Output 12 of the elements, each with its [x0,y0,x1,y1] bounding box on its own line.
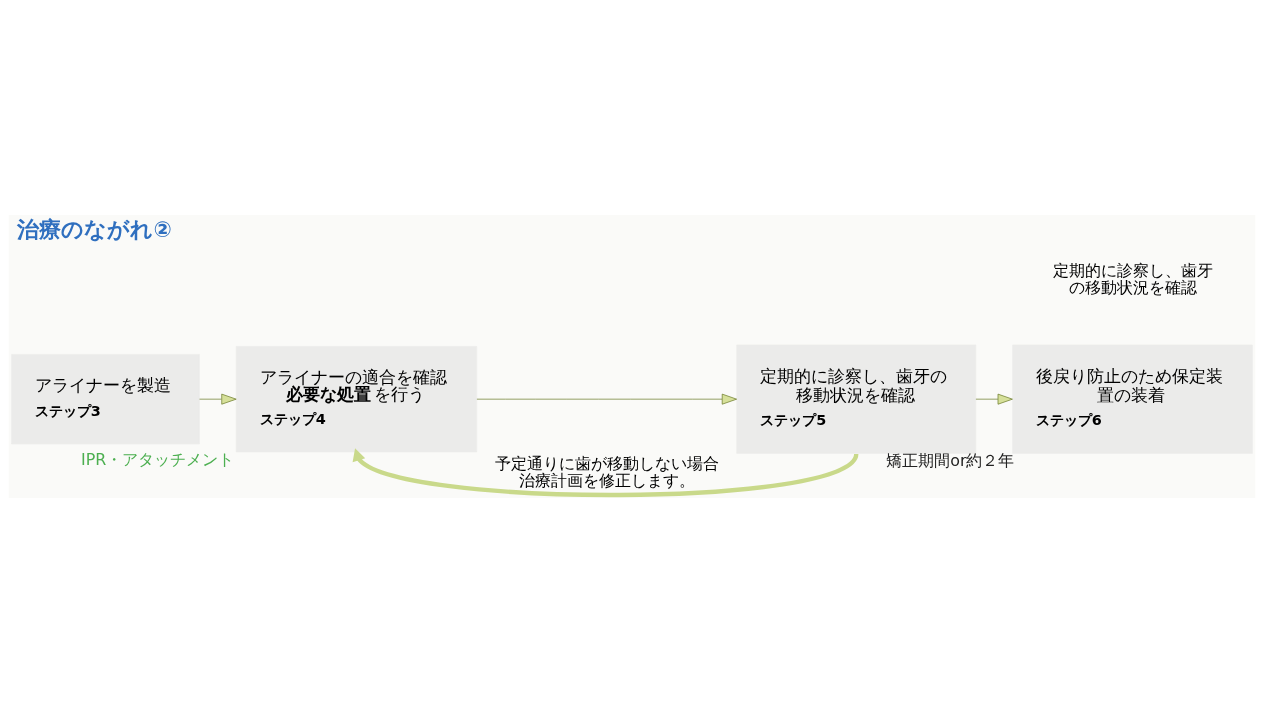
node-label: IPR・アタッチメント [80,449,235,469]
node-box: 定期的に診察し、歯牙の移動状況を確認 ステップ5 [736,344,977,454]
edge-label: 予定通りに歯が移動しない場合治療計画を修正します。 [494,453,719,490]
arrow [352,447,858,497]
arrow [975,393,1013,405]
node-box: アライナーの適合を確認必要な処置を行う ステップ4 [235,345,478,452]
arrow [476,393,737,405]
node-box: 後戻り防止のため保定装置の装着 ステップ6 [1012,344,1253,454]
node-box: アライナーを製造 ステップ3 [11,353,200,444]
label: 定期的に診察し、歯牙の移動状況を確認 [1053,260,1214,297]
arrow [199,393,237,405]
diagram-title: 治療のながれ② [17,216,172,242]
